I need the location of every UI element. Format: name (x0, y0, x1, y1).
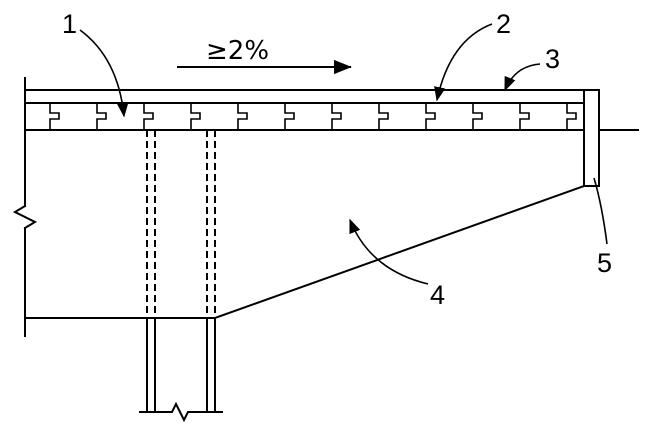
callout-labels: 1 2 3 4 5 (62, 9, 612, 310)
callout-3: 3 (545, 44, 560, 74)
slope-label: ≥2% (206, 36, 269, 66)
column-hidden-lines (146, 130, 216, 318)
leader-3 (504, 63, 541, 92)
leader-4 (349, 218, 429, 285)
callout-2: 2 (496, 9, 511, 39)
strut-frame (24, 184, 586, 320)
slab-layers (24, 89, 585, 131)
interlock-joint (425, 103, 436, 130)
interlock-joint (284, 103, 295, 130)
interlock-joint (331, 103, 342, 130)
interlock-joint (378, 103, 389, 130)
callout-5: 5 (597, 248, 612, 278)
leader-1 (79, 29, 129, 118)
slope-indicator: ≥2% (177, 36, 352, 75)
interlock-joint (96, 103, 107, 130)
columns (139, 317, 223, 423)
interlock-joint (519, 103, 530, 130)
callout-4: 4 (430, 280, 445, 310)
interlock-block-row (49, 103, 577, 130)
edge-beam (578, 89, 639, 187)
interlock-joint (143, 103, 154, 130)
ground-break-mark (139, 401, 223, 423)
interlock-joint (472, 103, 483, 130)
leader-lines (79, 23, 608, 285)
interlock-joint (49, 103, 60, 130)
sloped-strut (213, 184, 586, 320)
interlock-joint (566, 103, 577, 130)
interlock-joint (190, 103, 201, 130)
leader-5 (593, 177, 608, 245)
interlock-joint (237, 103, 248, 130)
wall (12, 77, 38, 337)
leader-2 (434, 23, 493, 102)
callout-1: 1 (62, 9, 77, 39)
